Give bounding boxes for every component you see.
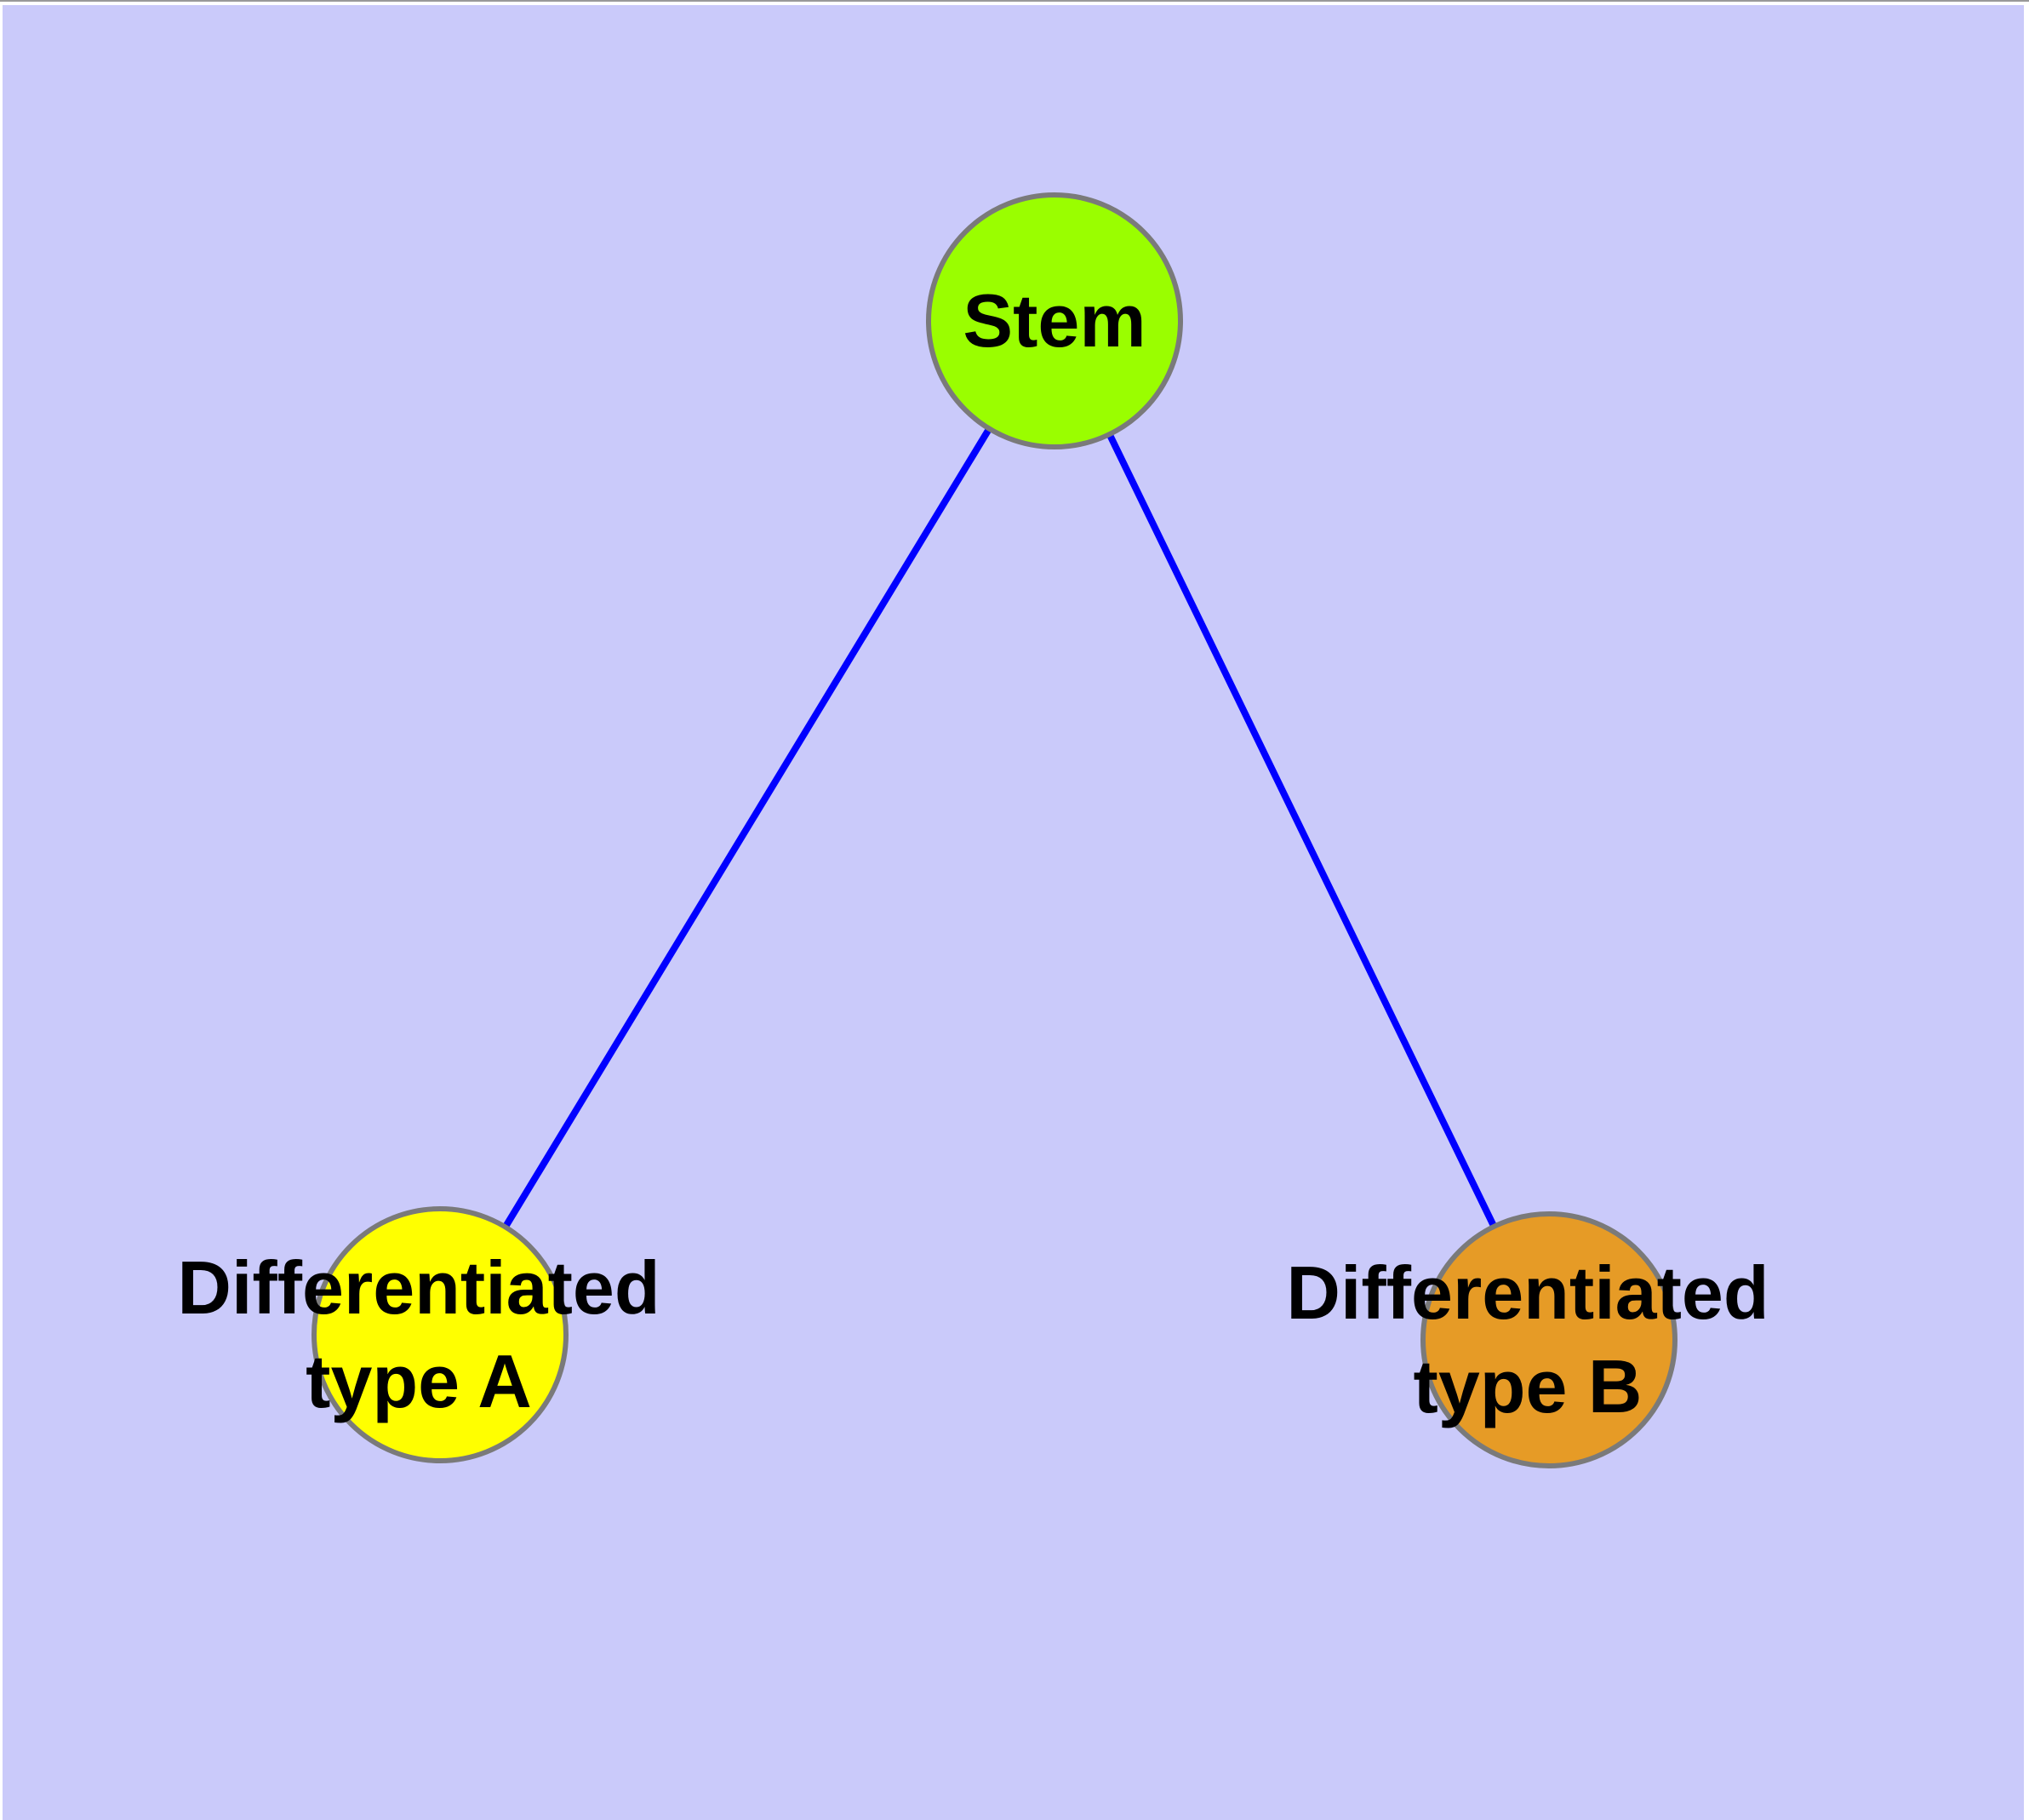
graph-svg [311, 192, 1677, 1468]
frame-top-hairline [0, 0, 2029, 2]
node-type-b-circle [1420, 1211, 1677, 1468]
diagram-canvas: Stem Differentiated type A Differentiate… [3, 5, 2024, 1820]
node-type-a-circle [311, 1206, 569, 1463]
node-stem-circle [926, 192, 1183, 449]
edge-stem-to-type-b [1051, 319, 1552, 1342]
edge-stem-to-type-a [437, 318, 1058, 1337]
